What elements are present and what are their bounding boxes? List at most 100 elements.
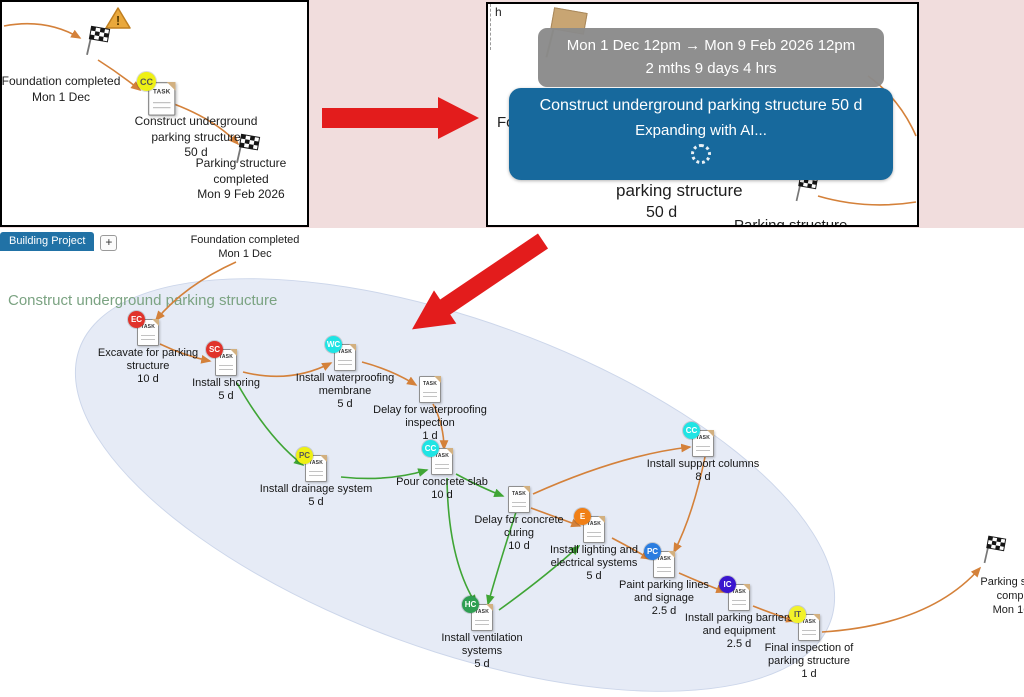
connector-orange xyxy=(532,443,692,495)
assignee-badge: CC xyxy=(137,72,156,91)
task-icon-word: TASK xyxy=(474,609,490,615)
task-icon-word: TASK xyxy=(152,88,171,96)
before-panel-connectors xyxy=(3,22,240,146)
page-fold xyxy=(486,604,493,611)
task-icon: TASK xyxy=(431,448,453,475)
tooltip-dates: Mon 1 Dec 12pm → Mon 9 Feb 2026 12pm xyxy=(566,37,856,54)
task-icon-word: TASK xyxy=(140,324,156,330)
task-label: Construct underground parking structure … xyxy=(134,114,258,160)
foundation-milestone-label: Foundation completed Mon 1 Dec xyxy=(1,74,121,104)
tab-bar: Building Project + xyxy=(0,232,118,251)
assignee-badge: PC xyxy=(296,447,313,464)
task-icon: TASK xyxy=(583,516,605,543)
connector-orange xyxy=(673,456,706,554)
connector-orange xyxy=(154,261,237,322)
parking-completed-milestone-label: Parking structure completed Mon 16 Feb xyxy=(980,576,1024,616)
parking-milestone-label: Parking structure completed Mon 9 Feb 20… xyxy=(195,156,287,202)
connector-green xyxy=(455,473,505,497)
project-canvas[interactable]: Construct underground parking structure … xyxy=(0,228,1024,697)
ai-expanding-card: Construct underground parking structure … xyxy=(509,88,893,180)
assignee-badge: CC xyxy=(422,440,439,457)
assignee-badge: HC xyxy=(462,596,479,613)
assignee-badge: E xyxy=(574,508,591,525)
task-icon-word: TASK xyxy=(695,435,711,441)
connector-green xyxy=(446,477,477,606)
task-node-final-inspection-of-parking-structure[interactable]: IT TASK Final inspection of parking stru… xyxy=(765,606,853,680)
connector-orange xyxy=(530,507,582,528)
group-title: Construct underground parking structure xyxy=(8,292,278,309)
background-milestone-text: Parking structure xyxy=(734,217,848,227)
ai-card-status: Expanding with AI... xyxy=(635,122,767,139)
assignee-badge: CC xyxy=(683,422,700,439)
dependency-connectors xyxy=(154,261,982,633)
task-node-construct-underground[interactable]: CC TASK xyxy=(137,72,176,116)
page-fold xyxy=(668,551,675,558)
milestone-flag-icon[interactable] xyxy=(78,24,112,56)
task-node-install-parking-barriers-and-equipment[interactable]: IC TASK Install parking barriers and equ… xyxy=(685,576,793,650)
task-icon: TASK xyxy=(419,376,441,403)
after-panel: h Fo parking structure 50 d Parking stru… xyxy=(486,2,919,227)
assignee-badge: PC xyxy=(644,543,661,560)
task-icon: TASK xyxy=(215,349,237,376)
page-fold xyxy=(523,486,530,493)
page-fold xyxy=(707,430,714,437)
page-fold xyxy=(598,516,605,523)
task-icon: TASK xyxy=(471,604,493,631)
date-range-tooltip: Mon 1 Dec 12pm → Mon 9 Feb 2026 12pm 2 m… xyxy=(538,28,884,87)
page-fold xyxy=(446,448,453,455)
task-node-install-lighting-and-electrical-systems[interactable]: E TASK Install lighting and electrical s… xyxy=(550,508,638,582)
add-tab-button[interactable]: + xyxy=(100,235,118,251)
tab-building-project[interactable]: Building Project xyxy=(0,232,95,251)
page-fold xyxy=(166,82,176,91)
clipped-text: h xyxy=(495,5,502,19)
background-task-text: parking structure xyxy=(616,181,743,200)
task-icon-word: TASK xyxy=(656,556,672,562)
svg-text:!: ! xyxy=(116,13,120,28)
assignee-badge: IC xyxy=(719,576,736,593)
task-icon: TASK xyxy=(692,430,714,457)
assignee-badge: WC xyxy=(325,336,342,353)
task-icon: TASK xyxy=(653,551,675,578)
milestone-flag-icon[interactable] xyxy=(976,534,1008,564)
dashed-guide-line xyxy=(490,4,491,50)
assignee-badge: IT xyxy=(789,606,806,623)
task-icon: TASK xyxy=(728,584,750,611)
page-fold xyxy=(349,344,356,351)
connector-green xyxy=(340,468,429,480)
before-panel: ! Foundation completed Mon 1 Dec CC TASK… xyxy=(0,0,309,227)
task-icon: TASK xyxy=(798,614,820,641)
background-duration-text: 50 d xyxy=(646,204,678,221)
page-fold xyxy=(320,455,327,462)
connector-orange xyxy=(821,566,982,633)
loading-spinner-icon xyxy=(691,144,711,164)
connector-orange xyxy=(159,343,212,364)
warning-icon: ! xyxy=(105,6,131,35)
task-icon: TASK xyxy=(305,455,327,482)
ai-card-title: Construct underground parking structure … xyxy=(539,97,863,114)
assignee-badge: EC xyxy=(128,311,145,328)
task-icon-word: TASK xyxy=(731,589,747,595)
page-fold xyxy=(813,614,820,621)
task-icon: TASK xyxy=(137,319,159,346)
page-fold xyxy=(152,319,159,326)
task-icon-word: TASK xyxy=(801,619,817,625)
